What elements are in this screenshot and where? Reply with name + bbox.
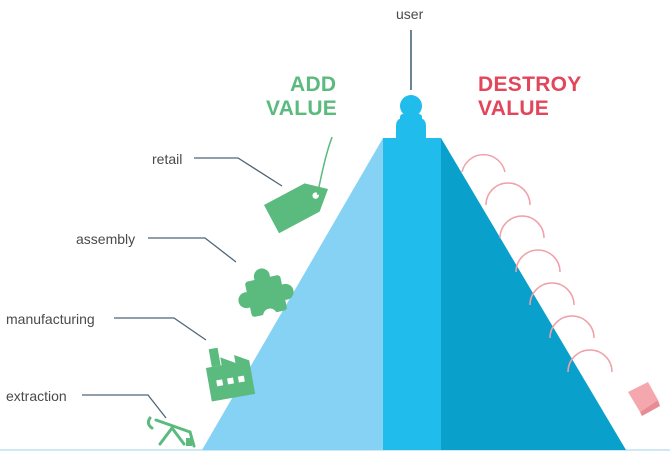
trash-icon xyxy=(628,382,660,416)
pyramid-center-band xyxy=(383,138,441,450)
assembly-leader xyxy=(148,237,237,263)
price-tag-icon xyxy=(264,136,333,234)
add-value-heading-line1: ADD xyxy=(290,73,337,96)
extraction-leader xyxy=(82,394,167,419)
add-value-heading-line2: VALUE xyxy=(266,97,338,120)
user-label: user xyxy=(396,6,424,22)
stage-label-retail: retail xyxy=(152,151,183,167)
destroy-value-heading-line1: DESTROY xyxy=(478,73,582,96)
stage-label-manufacturing: manufacturing xyxy=(6,311,95,327)
leader-lines xyxy=(82,157,283,419)
user-figure-icon xyxy=(396,30,426,140)
puzzle-piece-icon xyxy=(238,268,294,323)
destroy-value-heading-line2: VALUE xyxy=(478,97,550,120)
stage-label-assembly: assembly xyxy=(76,231,136,247)
stage-label-extraction: extraction xyxy=(6,388,67,404)
factory-icon xyxy=(205,347,256,402)
manufacturing-leader xyxy=(114,317,207,341)
retail-leader xyxy=(194,157,283,187)
oil-pump-icon xyxy=(146,416,196,448)
waste-scallops xyxy=(461,153,613,373)
